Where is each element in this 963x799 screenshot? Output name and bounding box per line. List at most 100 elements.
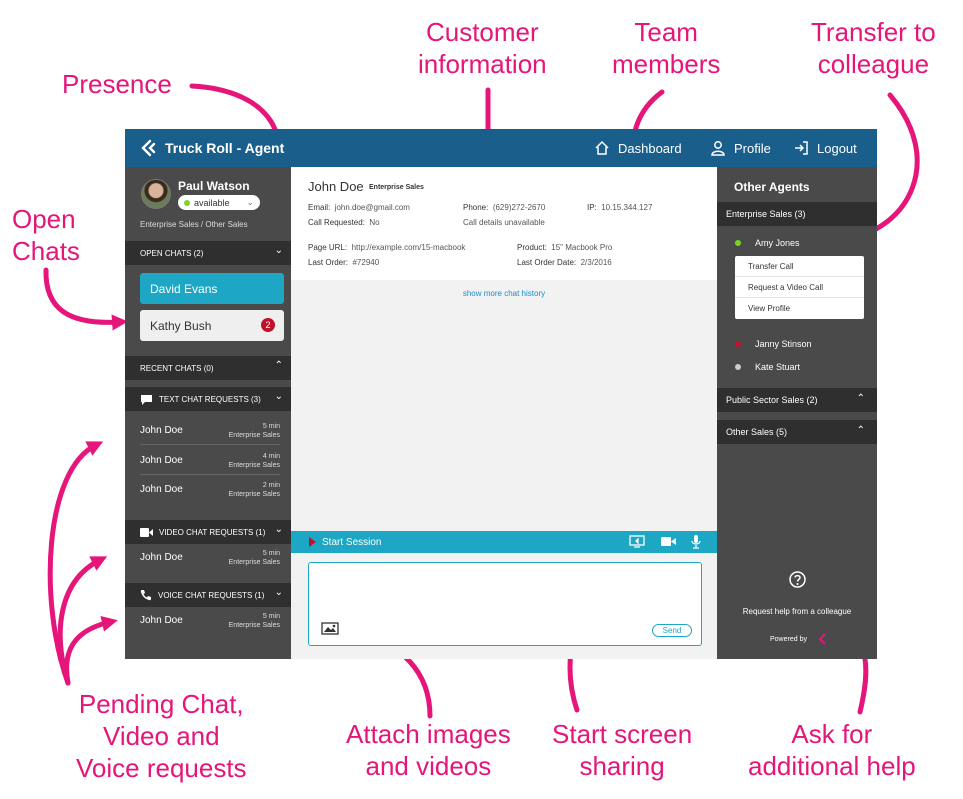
annotation-line: Video and bbox=[102, 721, 220, 751]
field-value: #72940 bbox=[352, 258, 380, 267]
annotation-line: and videos bbox=[365, 751, 492, 781]
recent-chats-label: RECENT CHATS (0) bbox=[140, 363, 214, 373]
open-chats-header[interactable]: OPEN CHATS (2) ⌄ bbox=[125, 241, 291, 265]
request-team: Enterprise Sales bbox=[228, 432, 280, 439]
status-dot-icon bbox=[735, 240, 741, 246]
nav-logout[interactable]: Logout bbox=[793, 129, 857, 167]
presence-dropdown[interactable]: available ⌄ bbox=[178, 195, 260, 210]
annotation-line: Customer bbox=[425, 17, 539, 47]
unread-badge: 2 bbox=[261, 318, 275, 332]
presence-status: available bbox=[194, 197, 230, 208]
annotation-presence: Presence bbox=[62, 69, 172, 99]
field-value[interactable]: john.doe@gmail.com bbox=[334, 203, 410, 212]
group-label: Other Sales (5) bbox=[726, 427, 788, 437]
menu-item-transfer-call[interactable]: Transfer Call bbox=[735, 256, 864, 277]
agent-item[interactable]: Kate Stuart bbox=[735, 362, 800, 372]
open-chats-label: OPEN CHATS (2) bbox=[140, 248, 204, 258]
open-chat-name: Kathy Bush bbox=[150, 318, 212, 333]
play-icon[interactable] bbox=[309, 537, 316, 547]
field-value[interactable]: http://example.com/15-macbook bbox=[351, 243, 466, 252]
help-icon[interactable] bbox=[789, 571, 806, 588]
app-title: Truck Roll - Agent bbox=[165, 140, 285, 156]
app-brand[interactable]: Truck Roll - Agent bbox=[139, 129, 284, 167]
video-requests-header[interactable]: VIDEO CHAT REQUESTS (1) ⌄ bbox=[125, 520, 291, 544]
agent-name: Paul Watson bbox=[178, 179, 250, 193]
request-help-link[interactable]: Request help from a colleague bbox=[742, 607, 852, 616]
open-chat-item[interactable]: Kathy Bush 2 bbox=[140, 310, 284, 341]
public-sector-group[interactable]: Public Sector Sales (2) ⌃ bbox=[717, 388, 877, 412]
agent-teams: Enterprise Sales / Other Sales bbox=[140, 220, 248, 229]
request-time: 4 min bbox=[262, 453, 280, 460]
annotation-line: Ask for bbox=[791, 719, 873, 749]
group-label: Enterprise Sales (3) bbox=[726, 209, 806, 219]
other-sales-group[interactable]: Other Sales (5) ⌃ bbox=[717, 420, 877, 444]
attach-image-icon[interactable] bbox=[321, 622, 339, 635]
logout-icon bbox=[795, 141, 808, 155]
nav-profile-label: Profile bbox=[734, 140, 771, 156]
truckroll-logo-icon bbox=[141, 139, 156, 157]
annotation-line: Chats bbox=[12, 236, 80, 266]
user-icon bbox=[711, 141, 725, 156]
menu-item-request-video[interactable]: Request a Video Call bbox=[735, 277, 864, 298]
field-label: Last Order Date: bbox=[517, 258, 577, 267]
start-session-label[interactable]: Start Session bbox=[322, 536, 382, 548]
annotation-transfer: Transfer to colleague bbox=[811, 16, 936, 80]
other-agents-title: Other Agents bbox=[734, 180, 810, 194]
chevron-down-icon: ⌄ bbox=[274, 587, 283, 598]
agent-item[interactable]: Amy Jones bbox=[735, 238, 800, 248]
annotation-team-members: Team members bbox=[612, 16, 720, 80]
voice-requests-header[interactable]: VOICE CHAT REQUESTS (1) ⌄ bbox=[125, 583, 291, 607]
screen-share-icon[interactable] bbox=[629, 535, 645, 548]
chevron-down-icon: ⌄ bbox=[274, 391, 283, 402]
right-sidebar: Other Agents Enterprise Sales (3) Amy Jo… bbox=[717, 167, 877, 659]
text-requests-header[interactable]: TEXT CHAT REQUESTS (3) ⌄ bbox=[125, 387, 291, 411]
annotation-line: colleague bbox=[817, 49, 930, 79]
annotation-screen-share: Start screen sharing bbox=[552, 718, 692, 782]
show-more-history-link[interactable]: show more chat history bbox=[462, 289, 546, 298]
chat-bubble-icon bbox=[141, 394, 152, 405]
request-time: 5 min bbox=[262, 550, 280, 557]
top-bar: Truck Roll - Agent Dashboard Profile Log… bbox=[125, 129, 877, 167]
field-value: No bbox=[369, 218, 380, 227]
request-time: 5 min bbox=[262, 613, 280, 620]
request-team: Enterprise Sales bbox=[228, 462, 280, 469]
annotation-line: Voice requests bbox=[76, 753, 247, 783]
annotation-help: Ask for additional help bbox=[748, 718, 916, 782]
chat-panel: John Doe Enterprise Sales Email: john.do… bbox=[291, 167, 717, 659]
annotation-customer-info: Customer information bbox=[418, 16, 547, 80]
microphone-icon[interactable] bbox=[691, 535, 701, 549]
field-value: 10.15.344.127 bbox=[601, 203, 653, 212]
phone-icon bbox=[140, 590, 151, 601]
request-time: 2 min bbox=[262, 482, 280, 489]
annotation-line: additional help bbox=[748, 751, 916, 781]
nav-profile[interactable]: Profile bbox=[710, 129, 771, 167]
field-value: 2/3/2016 bbox=[580, 258, 612, 267]
send-button[interactable]: Send bbox=[652, 624, 692, 637]
request-time: 5 min bbox=[262, 423, 280, 430]
video-call-icon[interactable] bbox=[661, 535, 677, 547]
annotation-attach: Attach images and videos bbox=[346, 718, 511, 782]
menu-item-view-profile[interactable]: View Profile bbox=[748, 304, 791, 313]
video-requests-label: VIDEO CHAT REQUESTS (1) bbox=[159, 527, 266, 537]
avatar[interactable] bbox=[141, 179, 171, 209]
annotation-line: Transfer to bbox=[811, 17, 936, 47]
open-chat-item[interactable]: David Evans bbox=[140, 273, 284, 304]
enterprise-sales-group[interactable]: Enterprise Sales (3) bbox=[717, 202, 877, 226]
nav-dashboard[interactable]: Dashboard bbox=[594, 129, 682, 167]
message-input[interactable]: Send bbox=[308, 562, 702, 646]
left-sidebar: Paul Watson available ⌄ Enterprise Sales… bbox=[125, 167, 291, 659]
annotation-line: Pending Chat, bbox=[78, 689, 244, 719]
customer-last-order: Last Order: #72940 bbox=[308, 258, 379, 267]
annotation-line: members bbox=[612, 49, 721, 79]
field-label: Product: bbox=[517, 243, 547, 252]
agent-item[interactable]: Janny Stinson bbox=[735, 339, 812, 349]
recent-chats-header[interactable]: RECENT CHATS (0) ⌃ bbox=[125, 356, 291, 380]
